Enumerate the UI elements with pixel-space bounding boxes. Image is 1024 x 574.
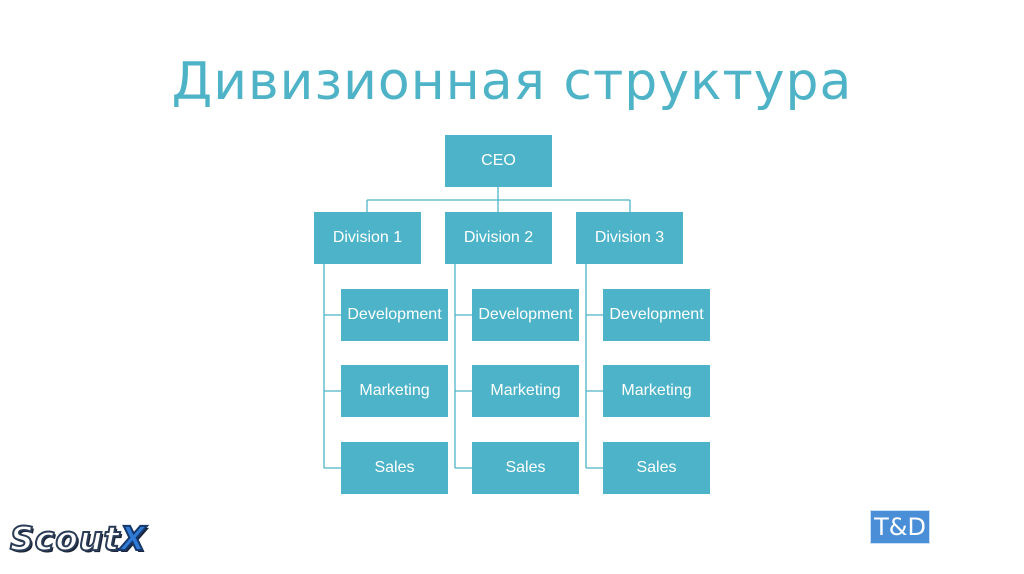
- division-1-marketing-box: Marketing: [341, 365, 448, 417]
- division-3-sales-box: Sales: [603, 442, 710, 494]
- scoutx-logo-text: ScoutX: [9, 518, 147, 559]
- slide-title: Дивизионная структура: [171, 52, 853, 112]
- division-1-sales-box: Sales: [341, 442, 448, 494]
- division-2-development-box: Development: [472, 289, 579, 341]
- division-3-development-box: Development: [603, 289, 710, 341]
- ceo-box: CEO: [445, 135, 552, 187]
- td-logo: T&D: [870, 510, 930, 544]
- division-3-box: Division 3: [576, 212, 683, 264]
- division-2-sales-box: Sales: [472, 442, 579, 494]
- scoutx-logo-x: X: [119, 518, 147, 559]
- division-1-development-box: Development: [341, 289, 448, 341]
- scoutx-logo: ScoutX: [9, 518, 147, 559]
- division-1-box: Division 1: [314, 212, 421, 264]
- division-2-box: Division 2: [445, 212, 552, 264]
- division-3-marketing-box: Marketing: [603, 365, 710, 417]
- division-2-marketing-box: Marketing: [472, 365, 579, 417]
